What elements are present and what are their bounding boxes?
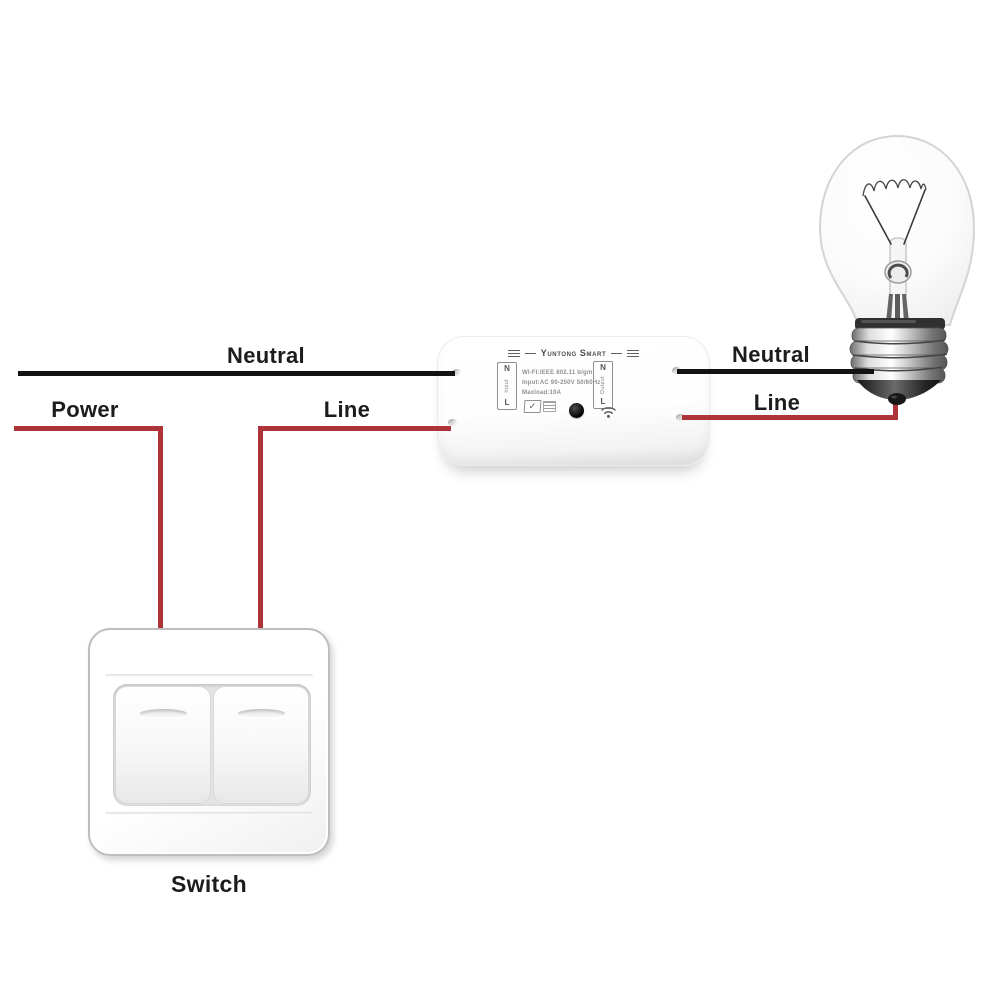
line-wire-right-horizontal — [682, 415, 898, 420]
rocker-button-right[interactable] — [213, 686, 309, 804]
brand-dash-left-icon — [524, 352, 536, 354]
label-neutral-left: Neutral — [227, 343, 305, 368]
line-wire-left-vertical — [258, 426, 263, 632]
input-label: Input — [504, 379, 510, 393]
rocker-dent — [140, 709, 187, 718]
plate-groove-top — [105, 674, 313, 677]
wifi-icon — [601, 407, 616, 418]
terminal-dimple — [672, 367, 681, 374]
neutral-wire-right — [677, 369, 874, 374]
label-power: Power — [51, 397, 119, 422]
output-l-label: L — [600, 396, 606, 406]
power-wire-horizontal — [14, 426, 163, 431]
label-line-right: Line — [753, 390, 801, 415]
line-wire-right-vertical — [893, 401, 898, 420]
plate-groove-bottom — [105, 812, 313, 815]
bulb-contact-tip — [888, 393, 906, 405]
cert-mark-icon: ✓ — [523, 400, 556, 413]
terminal-dimple — [448, 419, 457, 426]
switch-recess — [113, 684, 311, 806]
spec-wifi: WI-FI:IEEE 802.11 b/g/n — [522, 370, 593, 376]
neutral-wire-left — [18, 371, 455, 376]
terminal-dimple — [452, 369, 461, 376]
spec-maxload: Maxload:10A — [522, 390, 562, 396]
label-switch: Switch — [171, 871, 247, 897]
brand-lines-left-icon — [507, 349, 520, 357]
spec-input: Input:AC 90-250V 50/60Hz — [522, 380, 601, 386]
light-bulb — [818, 134, 976, 405]
bulb-base-cone — [857, 380, 941, 400]
brand-lines-right-icon — [627, 349, 640, 357]
pairing-button-icon[interactable] — [569, 403, 584, 418]
terminal-dimple — [676, 414, 685, 421]
rocker-dent — [238, 709, 285, 718]
module-brand-row: Yuntong Smart — [438, 348, 709, 358]
line-wire-left-horizontal — [258, 426, 451, 431]
rocker-button-left[interactable] — [115, 686, 211, 804]
input-terminal-label: N Input L — [497, 362, 517, 410]
brand-dash-right-icon — [611, 352, 623, 354]
bulb-filament — [862, 179, 927, 197]
input-l-label: L — [504, 398, 510, 407]
module-brand: Yuntong Smart — [540, 348, 607, 358]
wall-switch — [88, 628, 330, 856]
output-n-label: N — [600, 363, 606, 372]
label-line-left: Line — [323, 397, 371, 422]
module-specs: WI-FI:IEEE 802.11 b/g/n Input:AC 90-250V… — [522, 368, 616, 398]
smart-relay-module: Yuntong Smart N Input L N Output L WI-FI… — [437, 336, 710, 466]
power-wire-vertical — [158, 426, 163, 632]
input-n-label: N — [504, 364, 510, 373]
label-neutral-right: Neutral — [732, 342, 810, 367]
